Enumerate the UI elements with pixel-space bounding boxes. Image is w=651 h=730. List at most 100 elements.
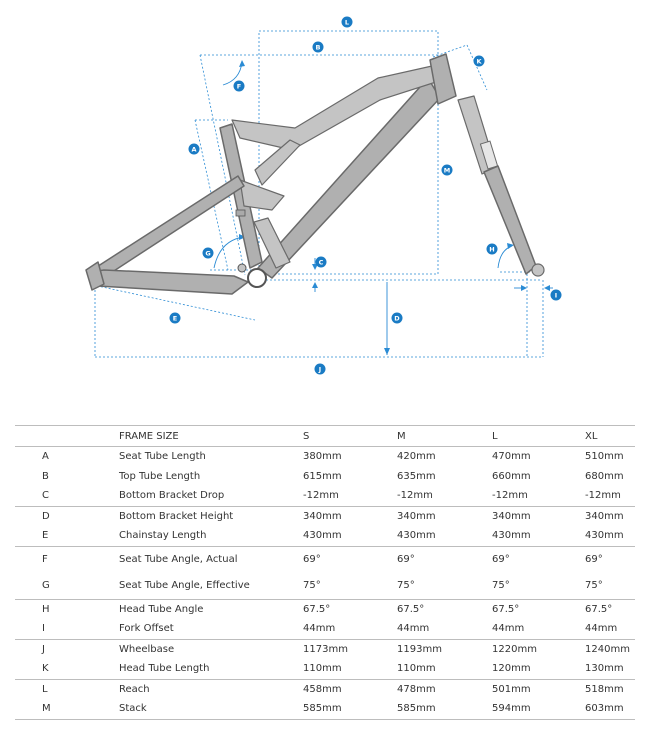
cell-size-xl: 510mm [585, 446, 635, 467]
cell-size-l: 594mm [492, 699, 585, 720]
cell-size-m: 75° [397, 580, 415, 591]
table-header-row: FRAME SIZE S M L XL [15, 425, 635, 447]
cell-size-l: 660mm [492, 470, 531, 482]
cell-size-m: 110mm [397, 663, 436, 675]
cell-size-xl: 1240mm [585, 638, 635, 659]
cell-measurement-name: Top Tube Length [119, 470, 201, 482]
cell-size-l: 120mm [492, 663, 531, 675]
cell-size-xl: 75° [585, 580, 603, 591]
cell-size-s: 110mm [303, 663, 342, 675]
cell-letter: B [42, 470, 49, 482]
cell-size-m: 44mm [397, 623, 430, 635]
cell-size-s: -12mm [303, 490, 339, 502]
header-frame-size: FRAME SIZE [119, 425, 303, 447]
cell-measurement-name: Reach [119, 678, 303, 699]
cell-measurement-name: Seat Tube Angle, Effective [119, 580, 250, 591]
cell-size-l: 470mm [492, 446, 585, 467]
cell-size-xl: 430mm [585, 530, 624, 542]
svg-text:C: C [319, 258, 324, 266]
cell-letter: I [42, 623, 45, 635]
cell-measurement-name: Head Tube Length [119, 663, 210, 675]
cell-letter: F [15, 545, 119, 573]
svg-text:M: M [444, 166, 450, 174]
header-letter [15, 425, 119, 447]
cell-size-l: 69° [492, 545, 585, 573]
cell-measurement-name: Bottom Bracket Height [119, 505, 303, 526]
cell-size-m: 585mm [397, 699, 492, 720]
cell-size-s: 69° [303, 545, 397, 573]
cell-letter: G [42, 580, 50, 591]
cell-measurement-name: Fork Offset [119, 623, 174, 635]
cell-letter: A [15, 446, 119, 467]
cell-size-s: 67.5° [303, 598, 397, 619]
cell-size-xl: 67.5° [585, 598, 635, 619]
cell-letter: C [42, 490, 49, 502]
svg-text:G: G [205, 249, 210, 257]
header-size-s: S [303, 425, 397, 447]
svg-text:L: L [345, 18, 349, 26]
cell-size-s: 340mm [303, 505, 397, 526]
cell-size-m: 340mm [397, 505, 492, 526]
dimension-lines [92, 30, 553, 358]
cell-size-s: 44mm [303, 623, 336, 635]
cell-letter: H [15, 598, 119, 619]
cell-measurement-name: Stack [119, 699, 303, 720]
svg-text:E: E [173, 314, 177, 322]
cell-size-s: 585mm [303, 699, 397, 720]
cell-letter: J [15, 638, 119, 659]
svg-text:F: F [237, 82, 241, 90]
svg-text:B: B [316, 43, 321, 51]
svg-text:D: D [394, 314, 400, 322]
cell-size-l: -12mm [492, 490, 528, 502]
badge-e: E [169, 312, 181, 324]
cell-size-m: 69° [397, 545, 492, 573]
cell-letter: E [42, 530, 49, 542]
cell-size-l: 67.5° [492, 598, 585, 619]
badge-k: K [473, 55, 485, 67]
cell-measurement-name: Wheelbase [119, 638, 303, 659]
header-size-m: M [397, 425, 492, 447]
cell-size-m: 67.5° [397, 598, 492, 619]
cell-size-s: 430mm [303, 530, 342, 542]
badge-m: M [441, 164, 453, 176]
cell-size-m: 430mm [397, 530, 436, 542]
cell-size-xl: 340mm [585, 505, 635, 526]
cell-size-s: 458mm [303, 678, 397, 699]
cell-size-s: 380mm [303, 446, 397, 467]
svg-text:K: K [476, 57, 482, 65]
cell-letter: M [15, 699, 119, 720]
svg-text:J: J [318, 365, 321, 373]
bike-frame [85, 53, 545, 295]
cell-size-s: 1173mm [303, 638, 397, 659]
badge-l: L [341, 16, 353, 28]
badge-g: G [202, 247, 214, 259]
cell-size-xl: 44mm [585, 623, 618, 635]
badge-f: F [233, 80, 245, 92]
cell-measurement-name: Seat Tube Length [119, 446, 303, 467]
header-size-l: L [492, 425, 585, 447]
cell-size-xl: 518mm [585, 678, 635, 699]
cell-size-m: -12mm [397, 490, 433, 502]
cell-size-m: 420mm [397, 446, 492, 467]
cell-size-s: 615mm [303, 470, 342, 482]
cell-size-l: 430mm [492, 530, 531, 542]
badge-h: H [486, 243, 498, 255]
cell-size-xl: 680mm [585, 470, 624, 482]
badge-d: D [391, 312, 403, 324]
cell-measurement-name: Bottom Bracket Drop [119, 490, 225, 502]
cell-size-m: 635mm [397, 470, 436, 482]
cell-letter: K [42, 663, 49, 675]
svg-text:A: A [191, 145, 196, 153]
frame-geometry-diagram: L B K F A M G H C D E I J [85, 16, 562, 375]
cell-size-m: 478mm [397, 678, 492, 699]
